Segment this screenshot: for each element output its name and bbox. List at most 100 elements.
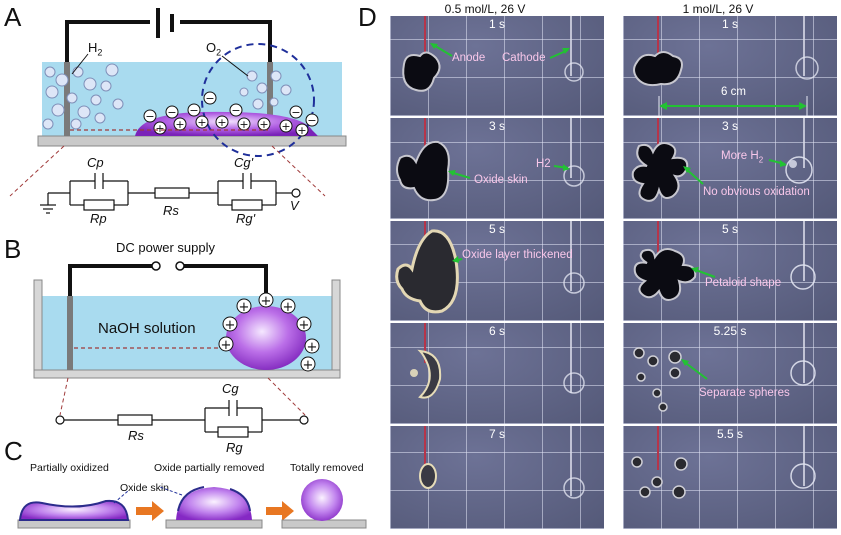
rp-label: Rp [90, 211, 107, 226]
liquid-metal-blob [402, 51, 441, 92]
supply-wire-right [184, 264, 268, 300]
frame-time: 3 s [488, 119, 505, 133]
frame-time: 6 s [488, 324, 505, 338]
frame-time: 7 s [488, 427, 505, 441]
stage-arrow-2 [266, 501, 294, 521]
panel-c-letter: C [4, 436, 23, 466]
stage3-substrate [281, 519, 367, 529]
svg-text:+: + [239, 300, 250, 315]
h2-photo-label: H2 [536, 158, 551, 170]
svg-text:−: − [167, 106, 176, 119]
svg-text:−: − [291, 106, 300, 119]
frame-time: 5 s [488, 222, 505, 236]
totally-removed-label: Totally removed [290, 462, 364, 474]
frame-time: 1 s [488, 17, 505, 31]
double-layer-region [201, 43, 315, 157]
petaloid-shape-label: Petaloid shape [705, 277, 782, 289]
photo-frame-1-1: 3 s More H2 No obvious oxidation [623, 118, 837, 221]
resistor-rg-a [231, 199, 263, 211]
remaining-spheres [631, 456, 688, 499]
column-header-1: 1 mol/L, 26 V [682, 2, 754, 16]
tank-b-floor [33, 369, 341, 379]
panel-d-letter: D [358, 2, 377, 32]
liquid-metal-blob [396, 140, 450, 202]
projection-left [9, 145, 65, 197]
svg-text:+: + [225, 318, 236, 333]
battery-wire-left [65, 20, 150, 62]
cathode-rod [267, 62, 273, 136]
svg-text:+: + [259, 118, 268, 131]
battery-wire-right [180, 20, 272, 62]
photo-frame-1-4: 5.5 s [623, 426, 837, 531]
frame-time: 3 s [721, 119, 738, 133]
stage2-substrate [165, 519, 263, 529]
photo-frame-0-0: 1 s Anode Cathode [390, 16, 604, 118]
svg-text:+: + [299, 318, 310, 333]
separate-spheres [633, 347, 682, 412]
supply-terminal-left [151, 261, 161, 271]
anode-label: Anode [452, 52, 486, 64]
photo-frame-0-3: 6 s [390, 323, 604, 426]
resistor-rs-b [117, 414, 153, 426]
photo-frame-1-0: 1 s 6 cm [623, 16, 837, 118]
frame-time: 5.5 s [716, 427, 743, 441]
rs-label-a: Rs [163, 203, 179, 218]
column-header-0: 0.5 mol/L, 26 V [444, 2, 526, 16]
panel-b-letter: B [4, 234, 22, 264]
svg-text:−: − [145, 110, 154, 123]
h2-bubbles [42, 63, 124, 130]
naoh-solution-label: NaOH solution [98, 320, 196, 337]
stage-arrow-1 [136, 501, 164, 521]
liquid-metal-blob [633, 51, 683, 87]
projection-right [271, 145, 326, 197]
stage1-substrate [17, 519, 131, 529]
panel-b-diagram: + + + + + + + + [33, 261, 341, 438]
svg-text:−: − [231, 104, 240, 117]
liquid-metal-blob [395, 229, 459, 314]
cathode-bubbles [564, 62, 584, 82]
svg-text:+: + [197, 116, 206, 129]
frame-time: 5.25 s [713, 324, 747, 338]
rg-label: Rg [226, 440, 243, 455]
svg-text:−: − [189, 104, 198, 117]
separate-spheres-label: Separate spheres [699, 387, 790, 399]
cg-label: Cg [222, 381, 239, 396]
svg-text:+: + [283, 300, 294, 315]
stage2-drop [176, 487, 252, 520]
photo-frame-0-2: 5 s Oxide layer thickened [390, 221, 604, 323]
cathode-label: Cathode [502, 52, 546, 64]
svg-text:−: − [307, 114, 316, 127]
supply-terminal-right [175, 261, 185, 271]
surface-cations: + + + + + + + + [218, 292, 320, 373]
oxide-layer-thickened-label: Oxide layer thickened [462, 249, 573, 261]
rg-prime-label: Rg' [236, 211, 256, 226]
o2-pointer [221, 55, 249, 77]
svg-text:+: + [175, 118, 184, 131]
liquid-metal-petaloid [633, 248, 697, 301]
supply-wire-left [68, 264, 152, 300]
o2-label: O2 [206, 40, 222, 58]
liquid-metal-remnant [419, 463, 437, 489]
frame-time: 5 s [721, 222, 738, 236]
panel-a-diagram: − − − − − − − + + + + + + + + [9, 8, 347, 214]
svg-text:+: + [261, 294, 272, 309]
h2-label: H2 [88, 40, 103, 58]
svg-text:+: + [217, 116, 226, 129]
svg-text:+: + [307, 340, 318, 355]
photo-frame-1-3: 5.25 s Separate spheres [623, 323, 837, 426]
svg-text:+: + [155, 122, 164, 135]
svg-text:+: + [297, 124, 306, 137]
cp-label: Cp [87, 155, 104, 170]
photo-frame-1-2: 5 s Petaloid shape [623, 221, 837, 323]
stage1-flat-drop [18, 499, 130, 521]
svg-text:−: − [205, 92, 214, 105]
no-obvious-oxidation-label: No obvious oxidation [703, 186, 810, 198]
panel-a-letter: A [4, 2, 22, 32]
svg-text:+: + [239, 118, 248, 131]
stage3-sphere [301, 479, 343, 521]
photo-frame-0-1: 3 s Oxide skin H2 [390, 118, 604, 221]
oxide-partially-removed-label: Oxide partially removed [154, 462, 265, 474]
svg-text:+: + [303, 358, 314, 373]
more-h2-label: More H2 [721, 150, 764, 165]
terminal-v [291, 188, 301, 198]
